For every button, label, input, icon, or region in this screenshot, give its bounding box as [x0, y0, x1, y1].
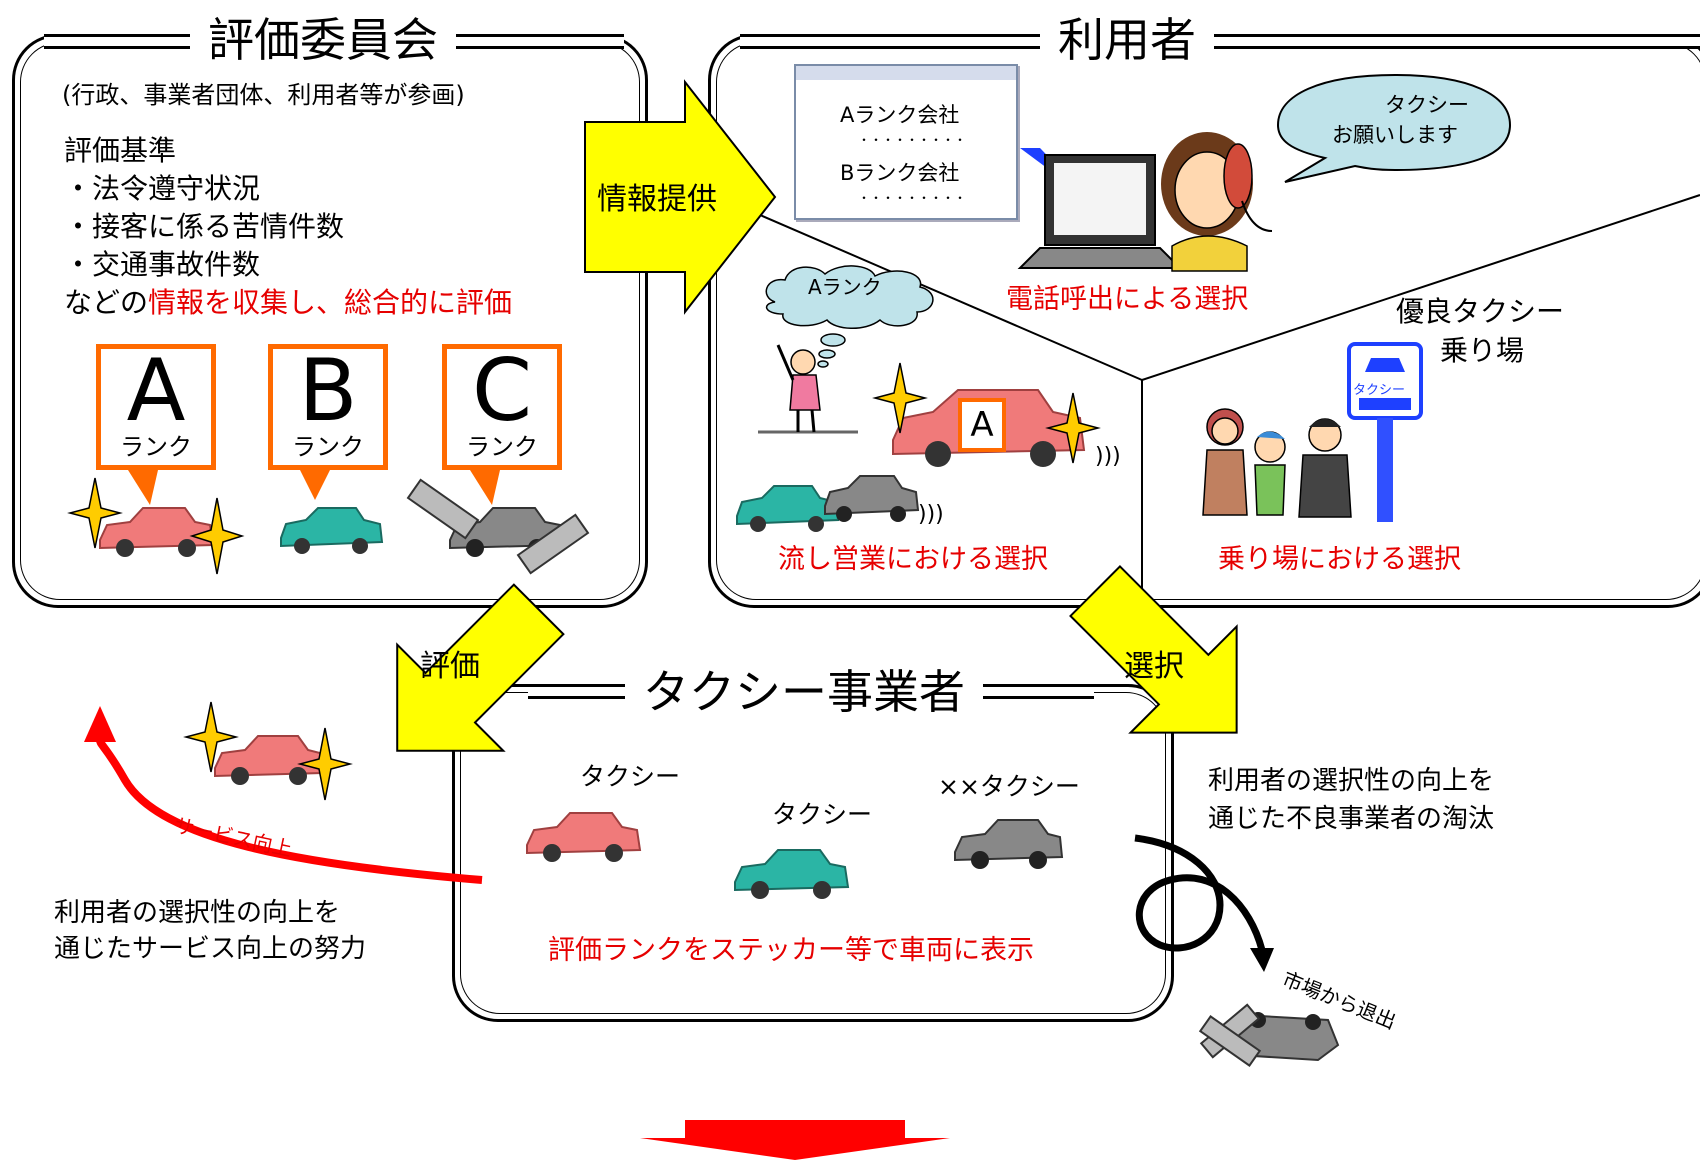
select-arrow-icon: [1069, 565, 1238, 734]
speech-bubble-icon: [1276, 73, 1512, 183]
sound-marks: ))): [1095, 444, 1121, 469]
rank-note-c: C ランク: [442, 341, 562, 470]
overturned-taxi-icon: [1198, 1003, 1340, 1067]
loop-arrow-icon: [1134, 834, 1274, 972]
rank-label: ランク: [120, 433, 192, 461]
sparkle-icon: [872, 362, 928, 434]
committee-subtitle: (行政、事業者団体、利用者等が参画): [62, 81, 465, 109]
rank-letter: C: [471, 341, 533, 441]
users-title-line: [740, 34, 1700, 49]
laptop-icon: [1017, 154, 1183, 269]
hailing-person-icon: [758, 344, 858, 434]
taxi-teal-icon: [734, 849, 850, 899]
committee-title: 評価委員会: [190, 12, 456, 68]
summary-prefix: などの: [64, 286, 149, 319]
criteria-item: ・接客に係る苦情件数: [64, 210, 345, 243]
users-title: 利用者: [1040, 12, 1214, 68]
info-arrow-label: 情報提供: [597, 182, 717, 217]
note-tail-icon: [128, 470, 500, 505]
taxi-label: タクシー: [580, 762, 681, 791]
summary-highlight: 情報を収集し、総合的に評価: [148, 286, 513, 319]
browser-titlebar: [796, 66, 1016, 80]
rank-note-b: B ランク: [268, 341, 388, 470]
taxi-label: ××タクシー: [938, 772, 1080, 801]
down-arrow-icon: [640, 1120, 950, 1160]
sparkle-icon: [183, 701, 239, 773]
cross-icon: [406, 478, 590, 575]
stand-label: 乗り場: [1440, 334, 1525, 367]
service-up-label: サービス向上: [171, 812, 295, 862]
sound-marks: ))): [918, 502, 944, 527]
criteria-item: ・交通事故件数: [64, 248, 261, 281]
window-line: ・・・・・・・・・: [858, 191, 967, 205]
elimination-text: 通じた不良事業者の淘汰: [1208, 804, 1495, 834]
window-line: ・・・・・・・・・: [858, 133, 967, 147]
taxi-red-icon: [99, 507, 215, 557]
users-divider-lines: [759, 194, 1700, 602]
window-line: Aランク会社: [840, 103, 960, 127]
rank-letter: B: [298, 341, 358, 441]
phone-user-icon: [1161, 132, 1273, 272]
elimination-text: 利用者の選択性の向上を: [1208, 766, 1495, 796]
select-arrow-label: 選択: [1124, 649, 1184, 684]
taxi-teal-icon: [280, 507, 384, 554]
car-badge: A: [958, 398, 1006, 452]
sign-text: タクシー: [1353, 383, 1406, 398]
effort-text: 利用者の選択性の向上を: [54, 898, 341, 928]
rank-label: ランク: [292, 433, 364, 461]
thought-text: Aランク: [808, 275, 882, 299]
taxi-red-icon: [214, 735, 324, 785]
criteria-item: ・法令遵守状況: [64, 172, 261, 205]
window-line: Bランク会社: [840, 161, 960, 185]
sparkle-icon: [67, 477, 123, 549]
family-icon: [1202, 408, 1352, 518]
street-caption: 流し営業における選択: [778, 544, 1048, 575]
info-arrow-icon: [584, 79, 777, 315]
sparkle-icon: [1045, 392, 1101, 464]
evaluate-arrow-label: 評価: [420, 649, 480, 684]
taxi-stand-sign-icon: [1347, 342, 1423, 522]
criteria-summary: などの情報を収集し、総合的に評価: [64, 286, 512, 320]
taxi-red-icon: [526, 812, 642, 862]
rank-label: ランク: [466, 433, 538, 461]
speech-line: タクシー: [1385, 93, 1469, 117]
evaluate-arrow-icon: [396, 583, 565, 752]
taxi-label: タクシー: [772, 800, 873, 829]
speech-line: お願いします: [1332, 123, 1458, 147]
taxi-gray-icon: [824, 475, 920, 522]
sparkle-icon: [189, 497, 245, 575]
sparkle-icon: [297, 727, 353, 801]
browser-window: Aランク会社 ・・・・・・・・・ Bランク会社 ・・・・・・・・・: [794, 64, 1018, 220]
stand-caption: 乗り場における選択: [1218, 544, 1461, 575]
criteria-heading: 評価基準: [64, 134, 177, 167]
effort-text: 通じたサービス向上の努力: [54, 934, 367, 964]
rank-letter: A: [126, 341, 186, 441]
operators-caption: 評価ランクをステッカー等で車両に表示: [548, 935, 1034, 966]
thought-bubble-icon: [765, 265, 934, 368]
stand-label: 優良タクシー: [1396, 295, 1565, 328]
rank-note-a: A ランク: [96, 341, 216, 470]
operators-title: タクシー事業者: [625, 664, 983, 720]
taxi-teal-icon: [736, 485, 840, 532]
phone-caption: 電話呼出による選択: [1006, 284, 1249, 315]
taxi-gray-icon: [954, 819, 1064, 869]
service-up-arrow-icon: [84, 706, 483, 884]
